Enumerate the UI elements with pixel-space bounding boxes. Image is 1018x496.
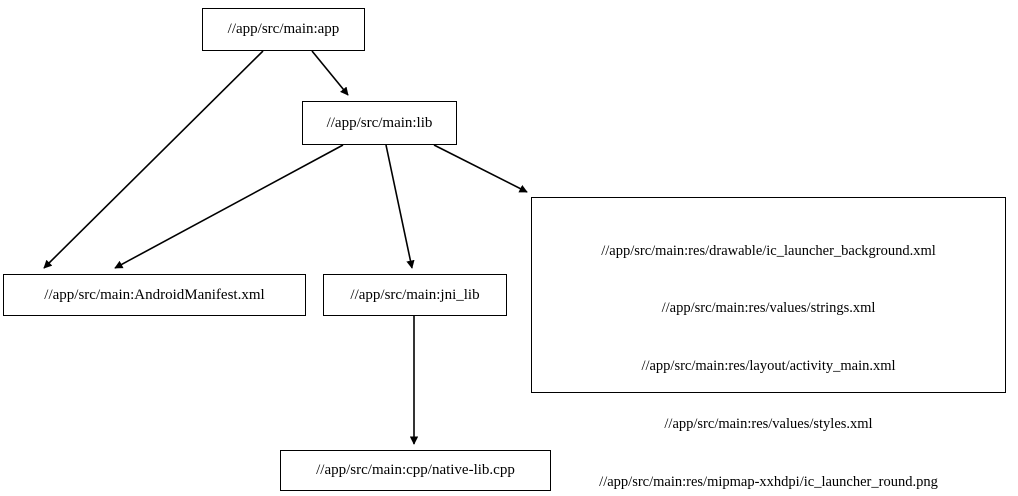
edge-app-to-lib bbox=[311, 50, 349, 96]
graph-node-lib[interactable]: //app/src/main:lib bbox=[302, 101, 457, 145]
res-line: //app/src/main:res/drawable/ic_launcher_… bbox=[601, 242, 936, 259]
graph-node-android-manifest[interactable]: //app/src/main:AndroidManifest.xml bbox=[3, 274, 306, 316]
graph-node-res-group[interactable]: //app/src/main:res/drawable/ic_launcher_… bbox=[531, 197, 1006, 490]
graph-node-jni-lib[interactable]: //app/src/main:jni_lib bbox=[323, 274, 507, 316]
edge-lib-to-jni bbox=[385, 144, 415, 269]
edge-app-to-manifest bbox=[43, 50, 264, 269]
edge-lib-to-manifest bbox=[114, 144, 344, 269]
graph-node-native-lib-cpp[interactable]: //app/src/main:cpp/native-lib.cpp bbox=[280, 450, 551, 491]
res-line: //app/src/main:res/layout/activity_main.… bbox=[641, 358, 896, 375]
graph-node-app[interactable]: //app/src/main:app bbox=[202, 8, 365, 51]
res-line: //app/src/main:res/values/styles.xml bbox=[664, 416, 873, 433]
edge-lib-to-res bbox=[433, 144, 528, 193]
res-line: //app/src/main:res/mipmap-xxhdpi/ic_laun… bbox=[599, 474, 938, 491]
res-line: //app/src/main:res/values/strings.xml bbox=[661, 300, 876, 317]
